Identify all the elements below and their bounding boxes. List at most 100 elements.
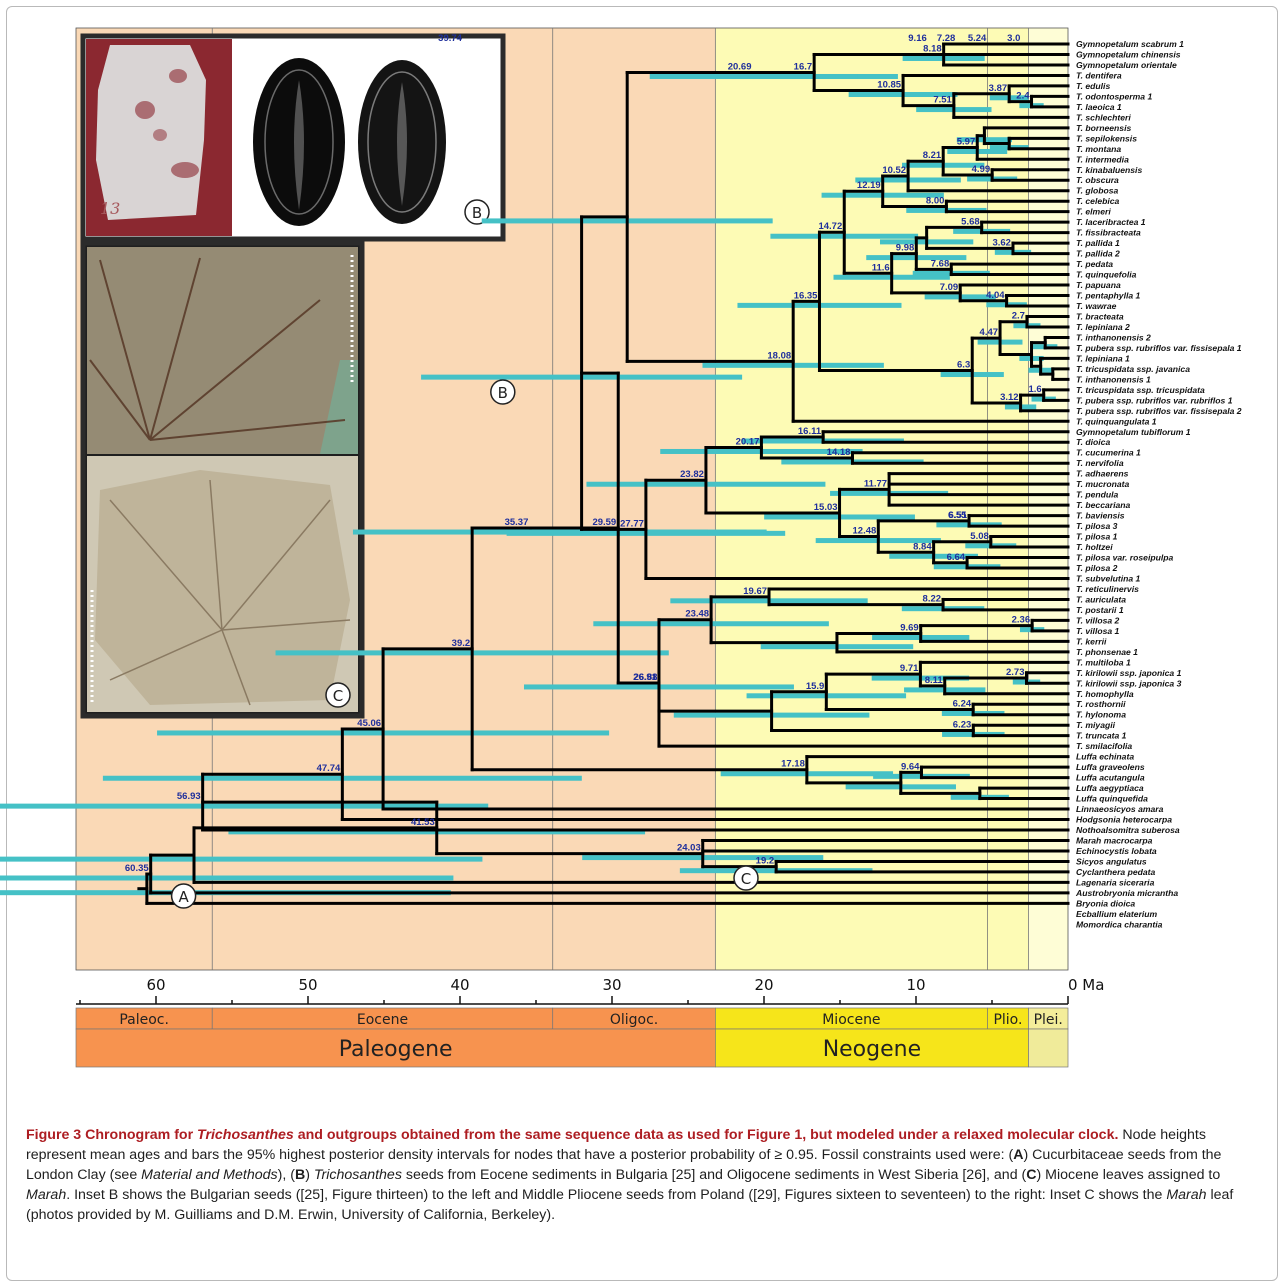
tip-label: T. homophylla (1076, 689, 1134, 699)
node-age-label: 5.24 (968, 33, 987, 44)
tip-label: T. laceribractea 1 (1076, 217, 1146, 227)
node-age-label: 3.87 (989, 83, 1008, 94)
tip-label: T. pubera ssp. rubriflos var. fissisepal… (1076, 406, 1242, 416)
node-age-label: 16.7 (794, 61, 813, 72)
node-age-label: 27.77 (620, 518, 644, 529)
tip-label: Sicyos angulatus (1076, 856, 1147, 866)
tip-label: T. reticulinervis (1076, 584, 1139, 594)
tip-label: T. inthanonensis 2 (1076, 332, 1151, 342)
tip-label: T. cucumerina 1 (1076, 448, 1141, 458)
node-age-label: 6.24 (953, 698, 972, 709)
node-age-label: 17.18 (781, 759, 805, 770)
node-age-label: 56.93 (177, 791, 201, 802)
tip-label: T. celebica (1076, 196, 1120, 206)
node-age-label: 39.2 (452, 638, 471, 649)
tip-label: T. villosa 2 (1076, 615, 1120, 625)
tip-label: T. kirilowii ssp. japonica 3 (1076, 678, 1182, 688)
axis-tick-label: 60 (146, 976, 165, 994)
tip-label: T. inthanonensis 1 (1076, 374, 1151, 384)
hpd-bar (353, 530, 708, 535)
tip-label: T. sepilokensis (1076, 133, 1137, 143)
node-age-label: 39.74 (438, 33, 462, 44)
node-age-label: 24.03 (677, 843, 701, 854)
tip-label: T. laeoica 1 (1076, 102, 1122, 112)
node-age-label: 11.77 (864, 478, 887, 489)
node-age-label: 41.53 (411, 817, 435, 828)
node-age-label: 10.85 (877, 80, 901, 91)
tip-label: T. pilosa 2 (1076, 563, 1118, 573)
tip-label: Bryonia dioica (1076, 898, 1135, 908)
tip-label: T. pedata (1076, 259, 1113, 269)
node-age-label: 14.72 (818, 221, 842, 232)
node-age-label: 1.6 (1028, 384, 1041, 395)
node-age-label: 7.68 (931, 258, 950, 269)
tip-label: T. kinabaluensis (1076, 165, 1142, 175)
axis-tick-label: 10 (906, 976, 925, 994)
tip-label: T. truncata 1 (1076, 731, 1127, 741)
caption-title: Figure 3 Chronogram for Trichosanthes an… (26, 1127, 1118, 1143)
tip-label: T. tricuspidata ssp. tricuspidata (1076, 385, 1205, 395)
tip-label: T. wawrae (1076, 301, 1117, 311)
tip-label: T. mucronata (1076, 479, 1130, 489)
node-age-label: 9.98 (896, 243, 915, 254)
tip-label: T. quinquefolia (1076, 270, 1137, 280)
epoch-label: Eocene (357, 1012, 408, 1028)
node-age-label: 4.99 (972, 164, 991, 175)
node-age-label: 3.12 (1000, 392, 1019, 403)
tip-label: T. borneensis (1076, 123, 1131, 133)
quaternary-cell (1028, 1029, 1068, 1067)
tip-label: T. kirilowii ssp. japonica 1 (1076, 668, 1182, 678)
tip-label: T. villosa 1 (1076, 626, 1120, 636)
tip-label: T. edulis (1076, 81, 1110, 91)
tip-label: Gymnopetalum tubiflorum 1 (1076, 427, 1191, 437)
node-age-label: 45.06 (357, 718, 381, 729)
tip-label: T. intermedia (1076, 154, 1129, 164)
tip-label: T. multiloba 1 (1076, 657, 1131, 667)
node-age-label: 15.03 (814, 502, 838, 513)
inset-b: 13 B (83, 36, 503, 239)
tip-label: Luffa quinquefida (1076, 794, 1148, 804)
tip-label: T. dentifera (1076, 70, 1122, 80)
epoch-label: Plio. (993, 1012, 1022, 1028)
node-age-label: 8.84 (913, 541, 932, 552)
node-age-label: 8.22 (923, 594, 942, 605)
tip-label: Gymnopetalum orientale (1076, 60, 1177, 70)
tip-label: T. dioica (1076, 437, 1110, 447)
epoch-label: Paleoc. (119, 1012, 169, 1028)
tip-label: Luffa acutangula (1076, 773, 1145, 783)
tip-label: T. adhaerens (1076, 469, 1129, 479)
node-age-label: 20.69 (728, 61, 752, 72)
node-age-label: 23.82 (680, 469, 704, 480)
tip-label: T. nervifolia (1076, 458, 1124, 468)
tip-label: T. postarii 1 (1076, 605, 1124, 615)
node-age-label: 15.9 (806, 681, 825, 692)
node-age-label: 5.68 (961, 216, 980, 227)
constraint-label: A (178, 888, 189, 906)
epoch-label: Oligoc. (610, 1012, 658, 1028)
tip-label: T. miyagii (1076, 720, 1116, 730)
node-age-label: 9.71 (900, 663, 919, 674)
inset-b-label: B (472, 204, 482, 222)
period-label: Neogene (823, 1037, 921, 1062)
tip-label: Ecballium elaterium (1076, 909, 1158, 919)
tip-label: T. quinquangulata 1 (1076, 416, 1157, 426)
node-age-label: 9.16 (908, 33, 927, 44)
inset-c-label: C (333, 687, 343, 705)
tip-label: T. pentaphylla 1 (1076, 291, 1141, 301)
node-age-label: 3.62 (992, 237, 1011, 248)
tip-label: T. baviensis (1076, 511, 1125, 521)
tip-label: T. pilosa 1 (1076, 532, 1118, 542)
tip-label: Momordica charantia (1076, 919, 1163, 929)
tip-label: T. kerrii (1076, 636, 1107, 646)
tip-label: T. pallida 2 (1076, 249, 1120, 259)
hpd-bar (0, 857, 482, 862)
hpd-bar (0, 876, 453, 881)
node-age-label: 8.21 (923, 150, 942, 161)
figure-caption: Figure 3 Chronogram for Trichosanthes an… (26, 1125, 1266, 1225)
node-age-label: 2.7 (1012, 311, 1025, 322)
time-axis: 6050403020100 MaPaleoc.EoceneOligoc.Mioc… (76, 976, 1104, 1067)
inset-c: C (83, 243, 362, 716)
tip-label: Gymnopetalum chinensis (1076, 49, 1181, 59)
tip-label: Austrobryonia micrantha (1075, 888, 1178, 898)
node-age-label: 14.18 (827, 447, 851, 458)
